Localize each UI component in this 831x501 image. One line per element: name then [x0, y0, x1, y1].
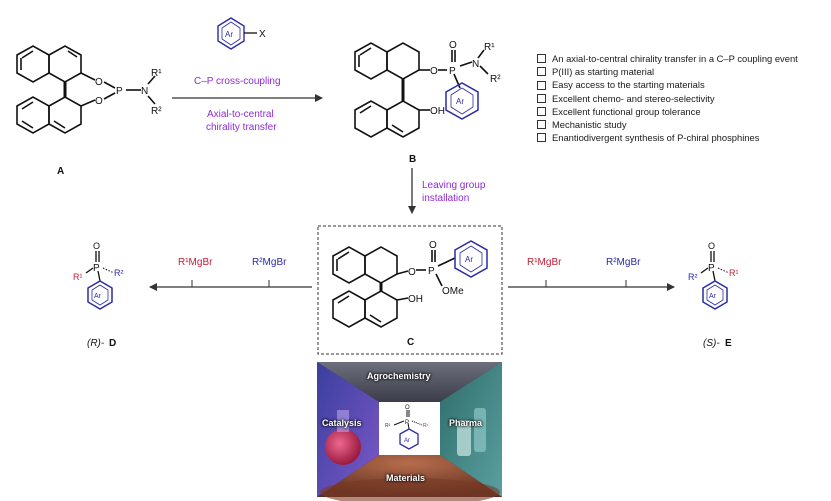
compound-a-r1: R¹ — [151, 68, 162, 79]
compound-d-oxo: O — [93, 241, 100, 251]
highlight-item: Excellent functional group tolerance — [537, 105, 798, 118]
checkbox-icon — [537, 80, 546, 90]
collage-r2: R² — [385, 423, 391, 429]
reagent-leaving-group: X — [259, 29, 266, 40]
compound-b-nitrogen: N — [472, 59, 479, 70]
compound-e-r2: R² — [688, 272, 698, 282]
highlight-item: P(III) as starting material — [537, 65, 798, 78]
transfer-step-line2: chirality transfer — [206, 122, 277, 133]
highlight-item: Excellent chemo- and stereo-selectivity — [537, 92, 798, 105]
compound-b-r2: R² — [490, 74, 501, 85]
compound-b-phosphorus: P — [449, 66, 456, 77]
application-catalysis: Catalysis — [322, 418, 362, 428]
right-first-grignard: R¹MgBr — [527, 257, 562, 268]
compound-e-stereo-prefix: (S)- — [703, 338, 720, 349]
compound-e-r1: R¹ — [729, 268, 739, 278]
compound-b-structure — [354, 42, 489, 138]
checkbox-icon — [537, 120, 546, 130]
transfer-step-line1: Axial-to-central — [207, 109, 274, 120]
compound-e-label: E — [725, 338, 732, 349]
compound-c-hydroxyl: OH — [408, 294, 423, 305]
aryl-halide-reagent: Ar X — [217, 17, 266, 50]
compound-c-phosphorus: P — [428, 266, 435, 277]
highlight-item: Mechanistic study — [537, 118, 798, 131]
left-second-grignard: R²MgBr — [252, 257, 287, 268]
checkbox-icon — [537, 54, 546, 64]
right-second-grignard: R²MgBr — [606, 257, 641, 268]
coupling-step-label: C–P cross-coupling — [194, 76, 281, 87]
compound-c-oxygen: O — [408, 267, 416, 278]
compound-a-oxygen-bottom: O — [95, 96, 103, 107]
highlight-item: An axial-to-central chirality transfer i… — [537, 52, 798, 65]
compound-d-phosphorus: P — [93, 263, 100, 274]
compound-a-phosphorus: P — [116, 86, 123, 97]
compound-d-label: D — [109, 338, 116, 349]
compound-a-oxygen-top: O — [95, 77, 103, 88]
highlight-item: Easy access to the starting materials — [537, 78, 798, 91]
compound-d-structure: Ar O P R¹ R² — [73, 241, 124, 310]
compound-d-aryl-label: Ar — [94, 293, 102, 300]
compound-b-hydroxyl: OH — [430, 106, 445, 117]
compound-c-methoxy: OMe — [442, 286, 464, 297]
highlights-list: An axial-to-central chirality transfer i… — [537, 52, 798, 144]
collage-oxo: O — [405, 405, 410, 411]
highlight-item: Enantiodivergent synthesis of P-chiral p… — [537, 131, 798, 144]
compound-c-oxo: O — [429, 240, 437, 251]
compound-b-oxygen: O — [430, 66, 438, 77]
compound-a-r2: R² — [151, 106, 162, 117]
compound-a-label: A — [57, 166, 64, 177]
leaving-step-line1: Leaving group — [422, 180, 486, 191]
left-first-grignard: R¹MgBr — [178, 257, 213, 268]
collage-r1: R¹ — [423, 423, 429, 429]
compound-b-r1: R¹ — [484, 42, 495, 53]
collage-phosphorus: P — [405, 420, 409, 426]
application-pharma: Pharma — [449, 418, 483, 428]
compound-b-aryl-ring: Ar — [445, 82, 479, 120]
reagent-aryl-label: Ar — [225, 30, 233, 39]
compound-b-oxo: O — [449, 40, 457, 51]
compound-d-stereo-prefix: (R)- — [87, 338, 105, 349]
compound-c-box — [317, 225, 503, 355]
application-materials: Materials — [386, 473, 426, 483]
compound-e-structure: Ar O P R² R¹ — [688, 241, 739, 310]
checkbox-icon — [537, 93, 546, 103]
compound-c-structure — [332, 246, 456, 328]
compound-a-nitrogen: N — [141, 86, 148, 97]
leaving-step-line2: installation — [422, 193, 469, 204]
applications-collage: Ar O P R² R¹ — [317, 362, 502, 501]
compound-e-oxo: O — [708, 241, 715, 251]
collage-aryl-label: Ar — [404, 438, 410, 444]
compound-d-r1: R¹ — [73, 272, 83, 282]
checkbox-icon — [537, 133, 546, 143]
compound-e-aryl-label: Ar — [709, 293, 717, 300]
compound-a-structure — [16, 45, 156, 134]
application-agrochemistry: Agrochemistry — [367, 371, 431, 381]
compound-c-aryl-ring: Ar — [454, 240, 488, 278]
compound-d-r2: R² — [114, 268, 124, 278]
checkbox-icon — [537, 106, 546, 116]
compound-c-aryl-label: Ar — [465, 255, 473, 264]
checkbox-icon — [537, 67, 546, 77]
compound-b-aryl-label: Ar — [456, 97, 464, 106]
compound-e-phosphorus: P — [708, 263, 715, 274]
compound-b-label: B — [409, 154, 416, 165]
compound-c-label: C — [407, 337, 414, 348]
